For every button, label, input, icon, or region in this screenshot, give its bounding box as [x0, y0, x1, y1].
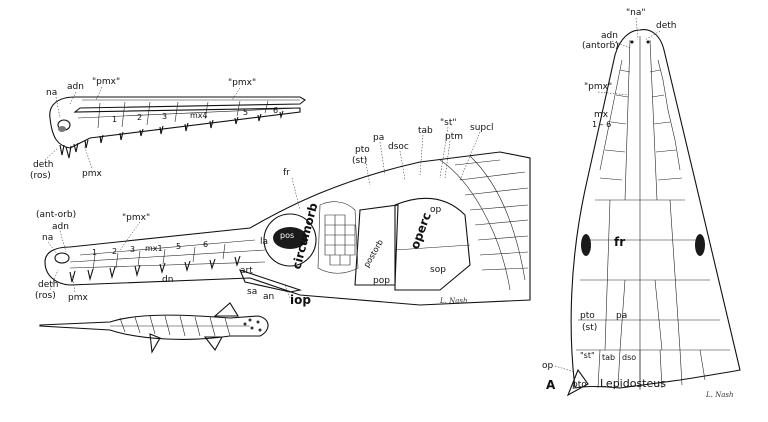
label-st-q: "st" [440, 118, 457, 128]
label-pop: pop [373, 276, 390, 286]
label-dsoc: dsoc [388, 142, 409, 152]
signature-dorsal: L. Nash [705, 391, 734, 399]
genus-name: Lepidosteus [600, 377, 666, 390]
label-st-d: (st) [582, 323, 597, 333]
label-deth: deth [33, 160, 53, 170]
label-st: (st) [352, 156, 367, 166]
label-na-d: "na" [626, 8, 646, 18]
label-ros-2: (ros) [35, 291, 56, 301]
label-na-2: na [42, 233, 53, 243]
label-ptm: ptm [445, 132, 463, 142]
label-3: 3 [162, 112, 167, 121]
label-tab: tab [418, 126, 433, 136]
label-postorb: postorb [362, 238, 385, 269]
label-mx-d: mx [594, 110, 609, 120]
label-op: op [430, 205, 442, 215]
label-mx1: mx1 [145, 244, 163, 253]
label-ant-orb: (ant-orb) [36, 210, 76, 220]
label-an: an [263, 292, 274, 302]
figure-letter: A [546, 378, 556, 392]
label-fr-d: fr [614, 235, 625, 249]
label-pto-d: pto [580, 311, 595, 321]
label-5: 5 [243, 108, 248, 117]
label-pmx-d: "pmx" [584, 82, 612, 92]
label-dso-d: dso [622, 353, 636, 362]
label-deth-2: deth [38, 280, 58, 290]
label-pmx-b: "pmx" [228, 78, 256, 88]
label-art: art [240, 266, 253, 276]
label-dn: dn [162, 275, 173, 285]
label-adn-d: adn [601, 31, 618, 41]
label-pa: pa [373, 133, 384, 143]
label-pto: pto [355, 145, 370, 155]
label-6: 6 [273, 106, 278, 115]
label-supcl: supcl [470, 123, 494, 133]
label-l2: 2 [112, 247, 117, 256]
label-adn-2: adn [52, 222, 69, 232]
label-pto2-d: pto [572, 380, 587, 390]
label-pmx: pmx [82, 169, 102, 179]
label-mx-range-d: 1 – 6 [592, 120, 611, 129]
label-antorb-d: (antorb) [582, 41, 619, 51]
label-pmx-2: pmx [68, 293, 88, 303]
dorsal-skull-labels: "na" deth adn (antorb) "pmx" mx 1 – 6 fr… [542, 8, 734, 399]
label-st-q-d: "st" [580, 351, 595, 360]
label-l1: 1 [92, 248, 97, 257]
lateral-skull-labels: fr pto (st) pa dsoc tab "st" ptm supcl o… [35, 118, 494, 307]
label-l5: 5 [176, 242, 181, 251]
label-2: 2 [137, 113, 142, 122]
label-l3: 3 [130, 245, 135, 254]
label-mx4: mx4 [190, 111, 208, 120]
label-operc: operc [408, 211, 434, 252]
label-sop: sop [430, 265, 446, 275]
label-sa: sa [247, 287, 257, 297]
label-ros: (ros) [30, 171, 51, 181]
label-fr: fr [283, 168, 290, 178]
label-l6: 6 [203, 240, 208, 249]
label-op-d: op [542, 361, 554, 371]
gar-fish-drawing [39, 302, 269, 354]
label-iop: iop [290, 293, 311, 307]
label-1: 1 [112, 115, 117, 124]
signature-lateral: L. Nash [439, 297, 468, 305]
label-pos: pos [280, 231, 294, 240]
label-pmx-a: "pmx" [92, 77, 120, 87]
label-pa-d: pa [616, 311, 627, 321]
top-snout-labels: na adn "pmx" "pmx" 1 2 3 mx4 5 6 deth (r… [30, 77, 278, 181]
lateral-skull-drawing [44, 151, 531, 306]
label-na: na [46, 88, 57, 98]
top-snout-drawing [49, 96, 306, 159]
dorsal-skull-drawing [566, 29, 741, 397]
label-adn: adn [67, 82, 84, 92]
label-pmx-q: "pmx" [122, 213, 150, 223]
label-deth-d: deth [656, 21, 676, 31]
label-la: la [260, 237, 268, 247]
label-tab-d: tab [602, 353, 615, 362]
